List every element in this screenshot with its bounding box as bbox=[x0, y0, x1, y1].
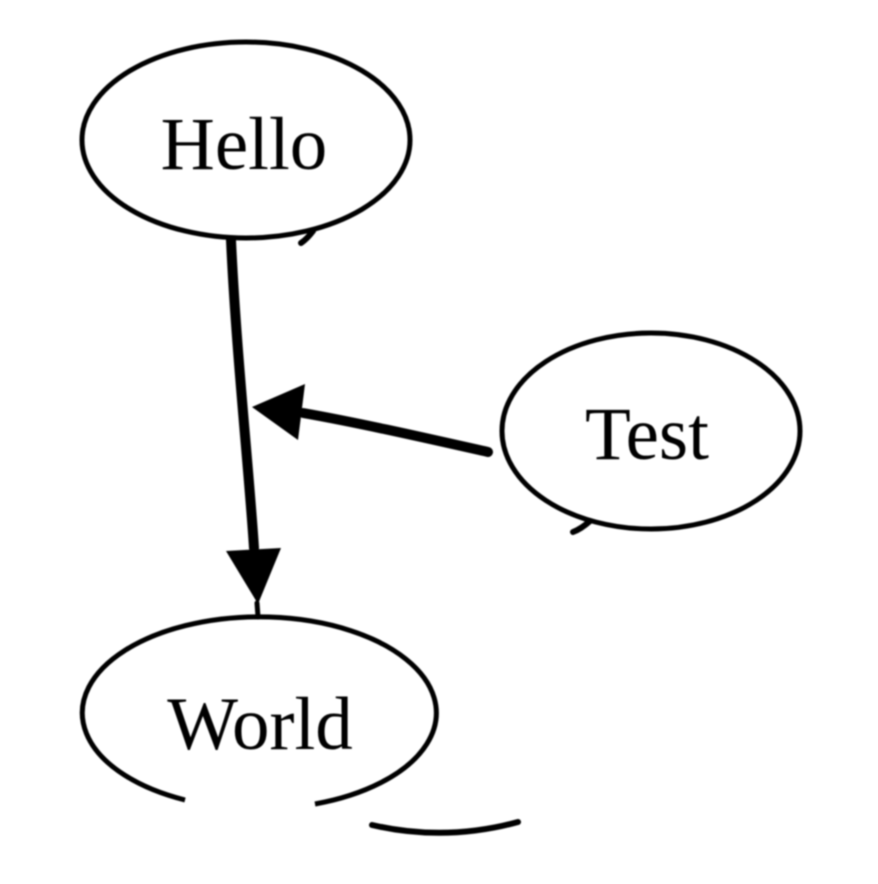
node-world: World bbox=[79, 600, 521, 836]
edge-hello-world bbox=[226, 235, 281, 604]
edge-test-arrowhead-icon bbox=[252, 384, 305, 440]
node-hello-label: Hello bbox=[161, 103, 328, 186]
edge-test-shaft bbox=[298, 408, 493, 457]
node-world-stray-swoosh-stroke bbox=[369, 819, 521, 836]
node-test-stroke-overshoot-tick bbox=[570, 518, 593, 535]
node-test: Test bbox=[499, 330, 803, 535]
node-test-ellipse bbox=[499, 330, 803, 532]
node-hello-ellipse bbox=[79, 39, 413, 241]
node-hello: Hello bbox=[79, 39, 413, 246]
edge-test-to-edge bbox=[252, 384, 493, 457]
node-world-ellipse bbox=[79, 614, 439, 807]
node-test-label: Test bbox=[585, 393, 709, 476]
node-hello-stroke-overshoot-tick bbox=[298, 228, 316, 246]
node-world-stroke-overshoot-tick bbox=[254, 600, 261, 620]
edge-hello-world-shaft bbox=[226, 235, 259, 553]
node-world-label: World bbox=[167, 683, 353, 766]
edge-hello-world-arrowhead-icon bbox=[226, 548, 281, 604]
